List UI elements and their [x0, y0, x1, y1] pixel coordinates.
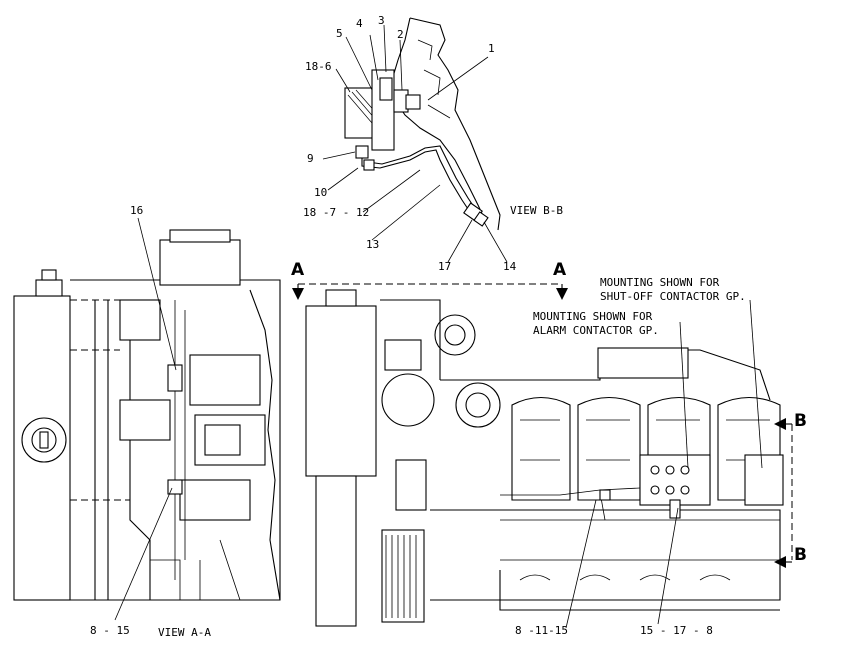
section-line-bb: [774, 418, 793, 568]
note-shutoff-line2: SHUT-OFF CONTACTOR GP.: [600, 290, 746, 303]
note-shutoff-line1: MOUNTING SHOWN FOR: [600, 276, 720, 289]
view-aa-engine: [13, 217, 281, 621]
view-aa-label: VIEW A-A: [158, 626, 211, 639]
callout-13: 13: [366, 238, 379, 251]
callout-4: 4: [356, 17, 363, 30]
callout-10: 10: [314, 186, 327, 199]
callout-3: 3: [378, 14, 385, 27]
section-line-aa: [292, 283, 568, 300]
callout-9: 9: [307, 152, 314, 165]
section-marker-a-right: A: [553, 260, 567, 280]
callout-17-bb: 17: [438, 260, 451, 273]
view-bb-detail: [322, 17, 508, 263]
callout-14: 14: [503, 260, 517, 273]
note-alarm-line2: ALARM CONTACTOR GP.: [533, 324, 659, 337]
callout-5: 5: [336, 27, 343, 40]
section-marker-b-top: B: [794, 411, 807, 431]
callout-16: 16: [130, 204, 143, 217]
main-engine-view: [305, 289, 784, 629]
view-bb-label: VIEW B-B: [510, 204, 563, 217]
callout-8-11-15: 8 -11-15: [515, 624, 568, 637]
note-alarm-line1: MOUNTING SHOWN FOR: [533, 310, 653, 323]
callout-18-7-12: 18 -7 - 12: [303, 206, 369, 219]
section-marker-a-left: A: [291, 260, 305, 280]
callout-8-15-aa: 8 - 15: [90, 624, 130, 637]
callout-1: 1: [488, 42, 495, 55]
callout-15-17-8: 15 - 17 - 8: [640, 624, 713, 637]
callout-2: 2: [397, 28, 404, 41]
callout-18-6: 18-6: [305, 60, 332, 73]
section-marker-b-bottom: B: [794, 545, 807, 565]
